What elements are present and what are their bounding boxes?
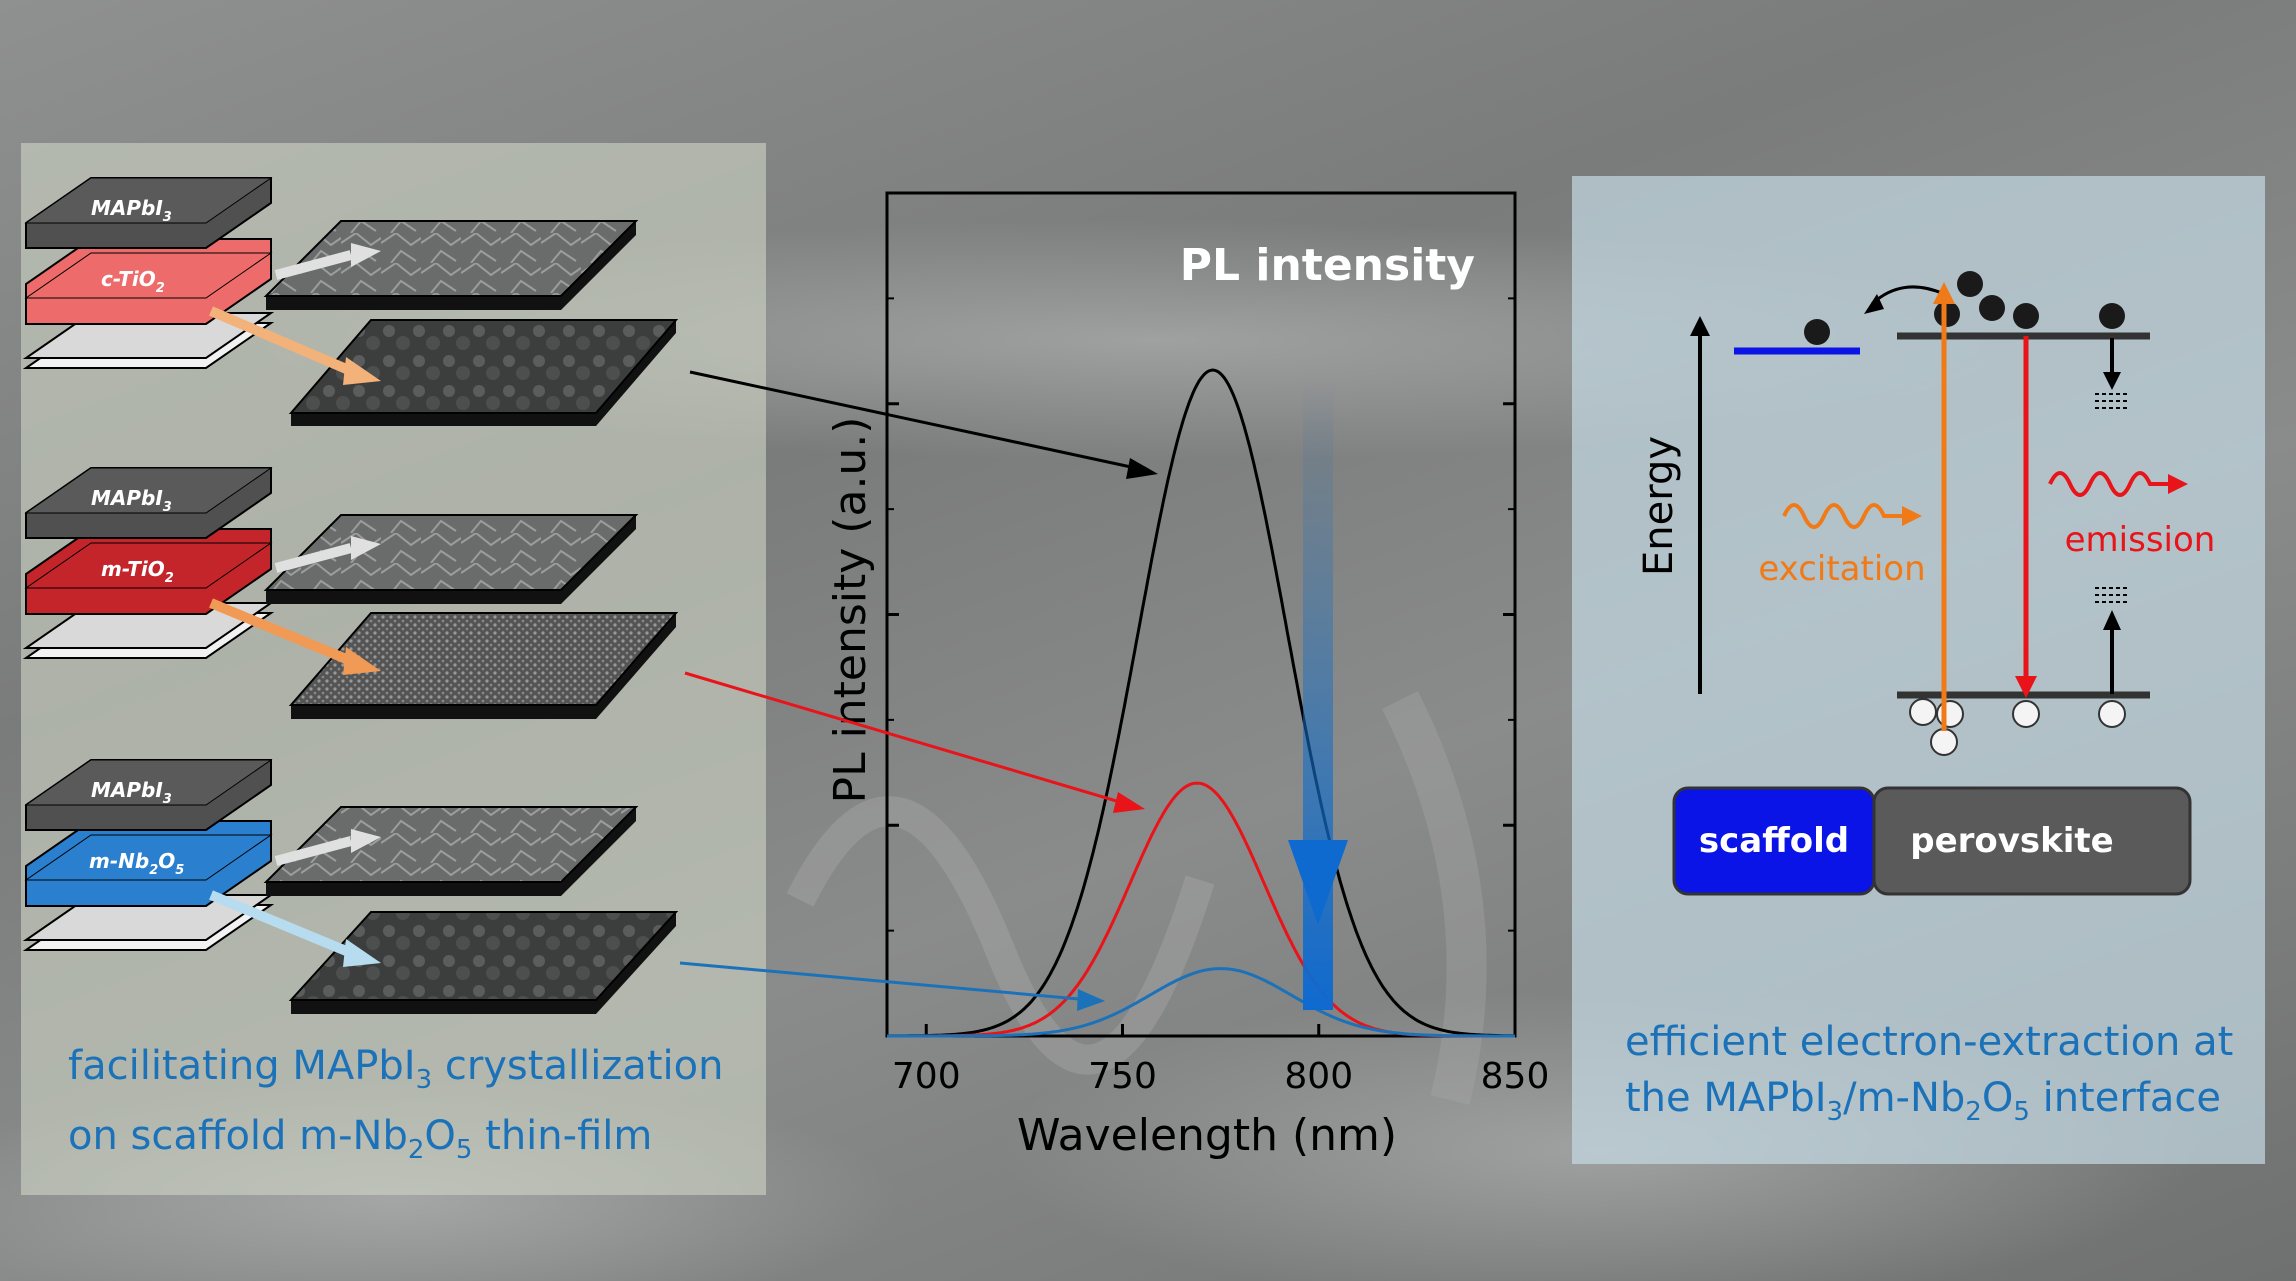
transfer-arrow [1870,285,1945,306]
stack2-bottom-label: m-TiO2 [101,557,174,586]
excitation-label: excitation [1758,549,1925,589]
series-lines [886,368,1515,1038]
x-axis-ticks: 700 750 800 850 [892,1024,1549,1097]
pl-chart: 700 750 800 850 PL intensity Wavelength (nm… [825,191,1549,1161]
scaffold-block: scaffold [1672,786,1876,896]
stack2-top-label: MAPbI3 [91,486,172,515]
right-caption: efficient electron-extraction at the MAP… [1625,1014,2233,1140]
excitation-wave [1782,503,1907,529]
trap-arrow-top [2095,338,2129,409]
excitation-wave-head [1902,506,1922,526]
electrons [1804,271,2125,345]
x-tick-label: 800 [1284,1056,1353,1097]
chart-title: PL intensity [1180,240,1475,291]
transfer-arrow-head [1864,294,1884,314]
y-axis-ticks [887,297,1515,932]
excitation-arrow [1933,282,1955,731]
emission-arrow [2015,336,2037,698]
scaffold-label: scaffold [1699,821,1849,861]
emission-label: emission [2065,520,2216,560]
x-tick-label: 700 [892,1056,961,1097]
stack1-top-label: MAPbI3 [91,196,172,225]
emission-wave-head [2168,474,2188,494]
layer-stack-diagram: MAPbI3 c-TiO2 MAPbI3 m-TiO2 [22,177,679,1014]
arrow-black [689,370,1158,479]
stack1-bottom-label: c-TiO2 [101,267,165,296]
energy-axis [1690,316,1710,694]
right-caption-line2: the MAPbI3/m-Nb2O5 interface [1625,1075,2221,1127]
x-tick-label: 750 [1088,1056,1157,1097]
energy-axis-label: Energy [1636,436,1682,576]
perovskite-block: perovskite [1872,786,2192,896]
holes [1909,698,2126,756]
right-caption-line1: efficient electron-extraction at [1625,1019,2234,1065]
energy-diagram: Energy exci [1636,271,2216,896]
stack-m-nb2o5: MAPbI3 m-Nb2O5 [22,759,679,1014]
x-tick-label: 850 [1481,1056,1550,1097]
right-panel [1572,176,2265,1164]
stack-m-tio2: MAPbI3 m-TiO2 [22,467,679,719]
stack3-top-label: MAPbI3 [91,778,172,807]
left-caption-line2: on scaffold m-Nb2O5 thin-film [68,1113,653,1165]
stack3-bottom-label: m-Nb2O5 [89,849,184,878]
y-axis-label: PL intensity (a.u.) [825,417,876,804]
emission-wave [2048,471,2172,497]
arrow-red [684,671,1145,813]
series-line-0 [886,368,1515,1038]
left-caption: facilitating MAPbI3 crystallization on s… [68,1038,723,1178]
stack-c-tio2: MAPbI3 c-TiO2 [22,177,679,426]
perovskite-label: perovskite [1910,821,2114,861]
arrow-blue [679,961,1105,1011]
x-axis-label: Wavelength (nm) [1017,1110,1397,1161]
left-caption-line1: facilitating MAPbI3 crystallization [68,1043,724,1095]
decrease-arrow-head [1288,840,1348,925]
trap-arrow-bottom [2095,587,2129,694]
series-line-2 [887,967,1515,1038]
